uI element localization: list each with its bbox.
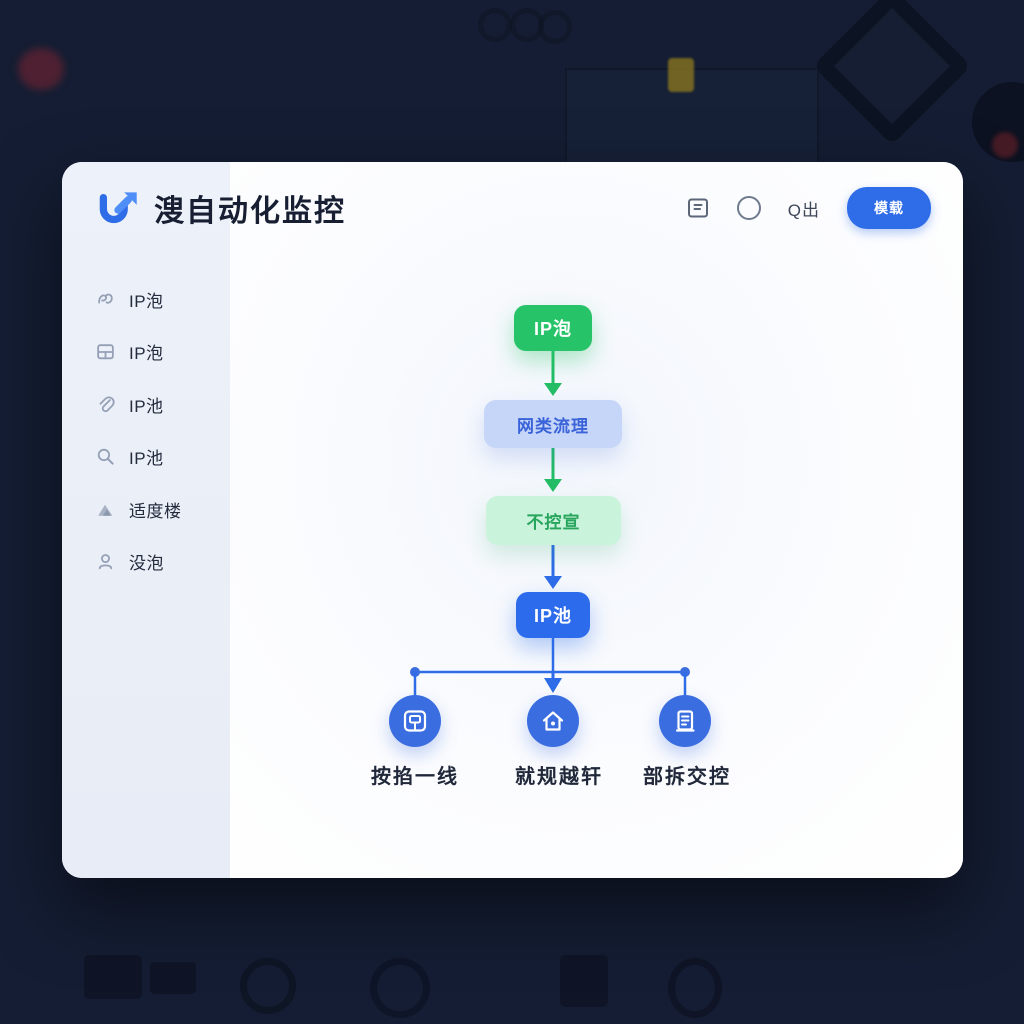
- browser-window-icon: [403, 710, 427, 732]
- user-menu-label[interactable]: Q出: [787, 200, 820, 220]
- bg-diamond-outline: [812, 0, 972, 146]
- sidebar-panel: [62, 162, 230, 878]
- swoosh-scribble-icon: [98, 293, 113, 304]
- search-icon: [97, 449, 114, 465]
- sidebar-item-label: IP池: [129, 396, 164, 416]
- branch-home-icon[interactable]: [527, 695, 579, 747]
- branch-label-3: 部拆交控: [643, 766, 731, 788]
- primary-action-button[interactable]: 模载: [847, 187, 931, 229]
- sidebar-item-label: 没泡: [129, 554, 164, 574]
- sidebar-item-3[interactable]: IP池: [62, 378, 230, 431]
- bg-bottom-shape: [668, 958, 722, 1018]
- home-icon: [542, 711, 564, 731]
- bg-bottom-shape: [560, 955, 608, 1007]
- branch-document-icon[interactable]: [659, 695, 711, 747]
- window-grid-icon: [97, 344, 114, 360]
- branch-label-1: 按掐一线: [371, 766, 459, 788]
- bg-ring-decoration: [510, 8, 544, 42]
- bg-bottom-shape: [150, 962, 196, 994]
- sidebar-item-label: 适度楼: [129, 501, 182, 521]
- sidebar-item-2[interactable]: IP泡: [62, 326, 230, 379]
- app-logo-icon: [99, 192, 137, 224]
- document-outline-icon[interactable]: [686, 196, 710, 220]
- app-header: 溲自动化监控 Q出 模载: [62, 162, 963, 254]
- sidebar-item-1[interactable]: IP泡: [62, 273, 230, 326]
- bg-ring-decoration: [538, 10, 572, 44]
- sidebar-item-4[interactable]: IP池: [62, 431, 230, 484]
- bg-bottom-shape: [240, 958, 296, 1014]
- sidebar-menu: IP泡 IP泡 IP池 IP池 适: [62, 273, 230, 588]
- bg-ring-decoration: [478, 8, 512, 42]
- flow-node-check[interactable]: 不控宣: [486, 496, 621, 545]
- document-lines-icon: [675, 710, 695, 732]
- sidebar-item-label: IP池: [129, 449, 164, 469]
- flow-node-ip-pool[interactable]: IP池: [516, 592, 590, 638]
- sidebar-item-label: IP泡: [129, 344, 164, 364]
- sidebar-item-5[interactable]: 适度楼: [62, 483, 230, 536]
- branch-label-2: 就规越轩: [515, 766, 603, 788]
- bg-red-blob: [18, 48, 64, 90]
- flow-node-network-process[interactable]: 网类流理: [484, 400, 622, 448]
- bg-yellow-square: [668, 58, 694, 92]
- bg-red-dot: [992, 132, 1018, 158]
- flow-node-ip-pool-source[interactable]: IP泡: [514, 305, 592, 351]
- sidebar-item-6[interactable]: 没泡: [62, 536, 230, 589]
- sidebar-item-label: IP泡: [129, 291, 164, 311]
- mountain-icon: [98, 504, 113, 516]
- bg-bottom-shape: [370, 958, 430, 1018]
- circle-outline-icon[interactable]: [736, 196, 761, 220]
- bg-dark-circle: [972, 82, 1024, 162]
- header-actions: Q出 模载: [686, 187, 931, 229]
- page-title: 溲自动化监控: [154, 195, 346, 228]
- app-window: 溲自动化监控 Q出 模载 IP泡 IP泡: [62, 162, 963, 878]
- user-icon: [98, 554, 113, 570]
- branch-browser-window-icon[interactable]: [389, 695, 441, 747]
- paperclip-icon: [99, 396, 115, 412]
- bg-bottom-shape: [84, 955, 142, 999]
